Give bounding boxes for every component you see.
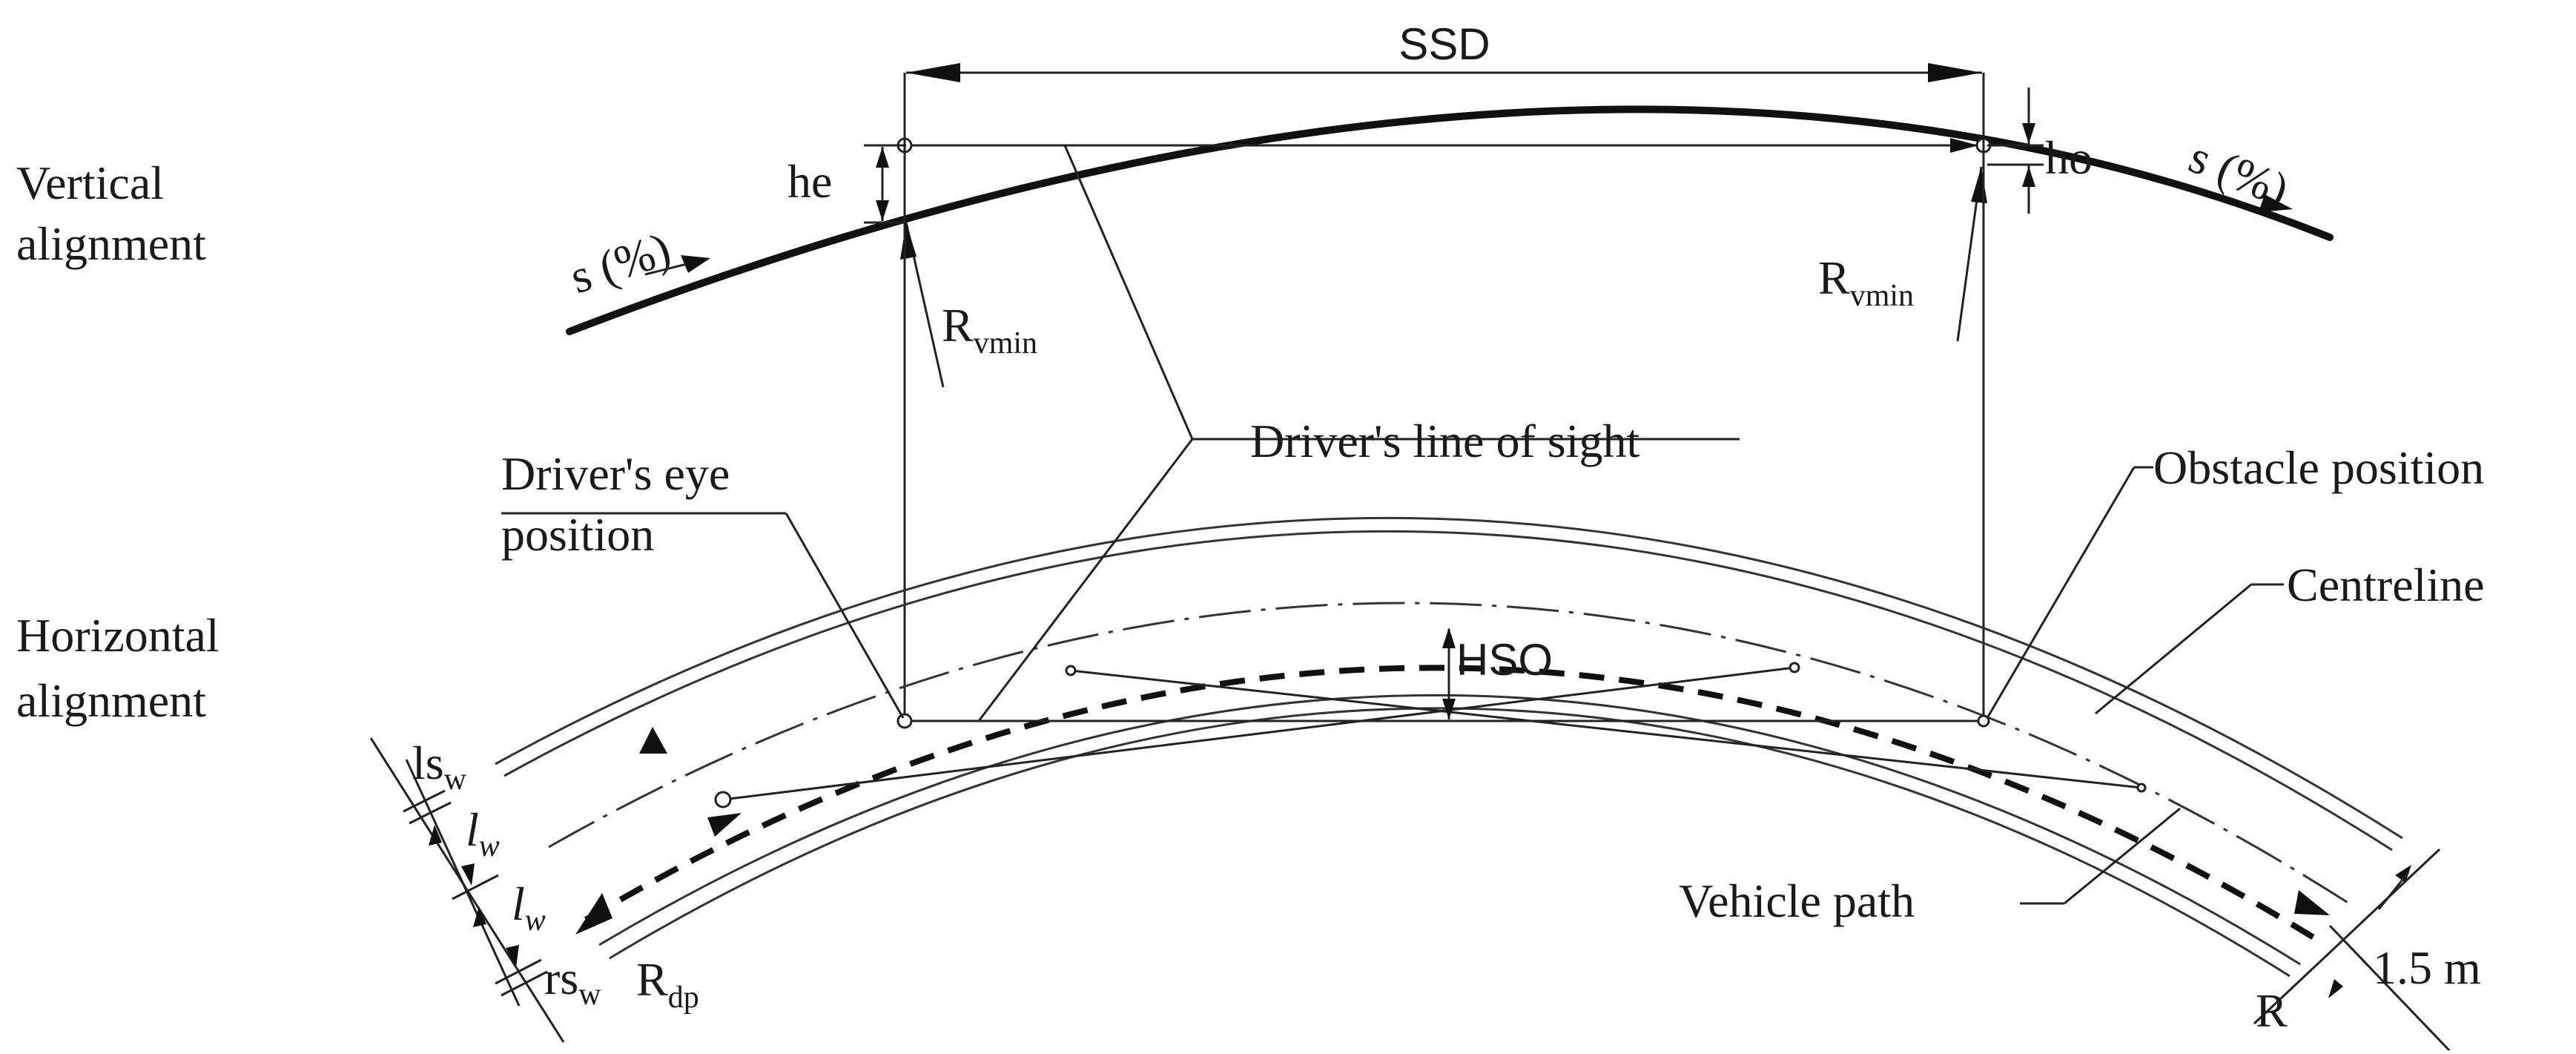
ls-tick-b [409, 801, 452, 825]
rs-w-sub: w [578, 978, 601, 1012]
vertical-alignment-title-line2: alignment [16, 217, 206, 270]
rdp-main: R [636, 953, 668, 1006]
grade-right-arrowhead [2259, 194, 2293, 212]
lw1-arrow-bottom [461, 863, 475, 886]
obstacle-position-label: Obstacle position [2153, 441, 2484, 494]
vertical-alignment-title-line1: Vertical [16, 157, 164, 209]
vehicle-path-mid-arrow [707, 813, 742, 837]
vehicle-path-leader [2064, 807, 2181, 905]
horizontal-eye-point [896, 713, 913, 729]
vehicle-path-label: Vehicle path [1679, 875, 1915, 927]
he-label: he [787, 155, 832, 208]
line-of-sight-leader-a [1063, 145, 1194, 440]
vertical-crest-curve [566, 105, 2334, 335]
sight-line-cross-a [722, 666, 1795, 801]
ho-arrow-bottom [2022, 166, 2035, 187]
hso-label: HSO [1456, 635, 1553, 685]
rdp-sub: dp [668, 981, 699, 1015]
lw2-arrow-top [473, 906, 486, 927]
he-arrow-bottom [876, 200, 889, 221]
road-end-crossline-a [2253, 848, 2441, 1025]
he-arrow-top [876, 147, 889, 168]
outer-edge-line-1 [495, 516, 2403, 840]
centreline-leader [2095, 583, 2252, 715]
lw1-main: l [466, 803, 479, 856]
sight-point-a [714, 791, 732, 808]
sight-line-cross-b [1070, 669, 2142, 789]
centreline-label: Centreline [2287, 559, 2485, 611]
line-of-sight-leader-b [977, 438, 1194, 722]
vertical-alignment: SSD he ho s (%) s (%) Rvmin Rvmin [16, 19, 2334, 388]
ssd-label: SSD [1398, 19, 1490, 69]
vehicle-path-end-arrow [2294, 890, 2330, 915]
hso-arrow-bottom [1442, 699, 1456, 719]
rvmin-left-main: R [942, 299, 974, 352]
hso-arrow-top [1442, 628, 1456, 648]
inner-edge-line-1 [598, 694, 2301, 966]
rvmin-right-label: Rvmin [1818, 251, 1914, 313]
rs-tick-b [501, 970, 548, 997]
ho-label: ho [2045, 131, 2093, 184]
road-end-crossline-b [2328, 924, 2454, 1054]
rs-w-label: rsw [544, 952, 601, 1012]
travel-direction-triangle [639, 727, 667, 754]
ssd-arrow-left [906, 63, 960, 82]
sight-line-arrowhead [1950, 138, 1978, 153]
offset-arrow-top [2395, 865, 2411, 883]
lw1-sub: w [479, 829, 500, 863]
vehicle-path-curve [584, 665, 2323, 945]
lw-tick-mid [452, 874, 499, 900]
rvmin-left-sub: vmin [974, 326, 1037, 360]
offset-arrow-bottom [2328, 979, 2343, 998]
sight-point-d [2136, 783, 2147, 793]
lw1-label: lw [466, 803, 500, 863]
sight-point-b [1789, 662, 1800, 673]
offset-label: 1.5 m [2373, 941, 2481, 994]
ssd-arrow-right [1928, 63, 1982, 82]
rvmin-right-main: R [1818, 251, 1850, 304]
ho-arrow-top [2022, 123, 2035, 144]
drivers-eye-label-line1: Driver's eye [501, 447, 730, 500]
vehicle-path-start-arrow [575, 893, 612, 935]
lw2-sub: w [525, 903, 546, 938]
rvmin-right-arrowhead [1971, 167, 1987, 203]
grade-left-label: s (%) [564, 223, 676, 304]
ls-w-sub: w [444, 762, 467, 797]
inner-edge-line-2 [609, 707, 2291, 978]
r-label: R [2256, 984, 2288, 1037]
projection-lines [903, 73, 1985, 721]
rvmin-right-sub: vmin [1850, 279, 1914, 313]
rvmin-left-label: Rvmin [942, 299, 1037, 360]
rs-tick-a [495, 958, 542, 985]
eye-leader-line [785, 513, 905, 719]
rdp-label: Rdp [636, 953, 699, 1015]
lw2-arrow-bottom [506, 945, 519, 967]
ls-tick-a [403, 789, 446, 813]
lw2-main: l [512, 877, 525, 930]
horizontal-obstacle-point [1977, 714, 1990, 728]
obstacle-leader [1986, 467, 2136, 719]
line-of-sight-label: Driver's line of sight [1250, 415, 1639, 467]
rs-w-main: rs [544, 952, 578, 1004]
drivers-eye-label-line2: position [501, 508, 654, 561]
grade-left-arrowhead [681, 255, 710, 273]
offset-dimension-line [2377, 872, 2410, 910]
centreline-path [548, 602, 2350, 905]
lw2-label: lw [512, 877, 546, 938]
lw1-arrow-top [429, 825, 442, 846]
horizontal-alignment-title-line1: Horizontal [16, 609, 219, 662]
ls-w-main: ls [412, 737, 444, 789]
horizontal-alignment-title-line2: alignment [16, 674, 206, 727]
ls-w-label: lsw [412, 737, 467, 797]
horizontal-alignment: HSO lsw lw lw rsw [16, 145, 2485, 1054]
outer-edge-line-2 [503, 530, 2393, 852]
sight-point-c [1065, 665, 1077, 676]
